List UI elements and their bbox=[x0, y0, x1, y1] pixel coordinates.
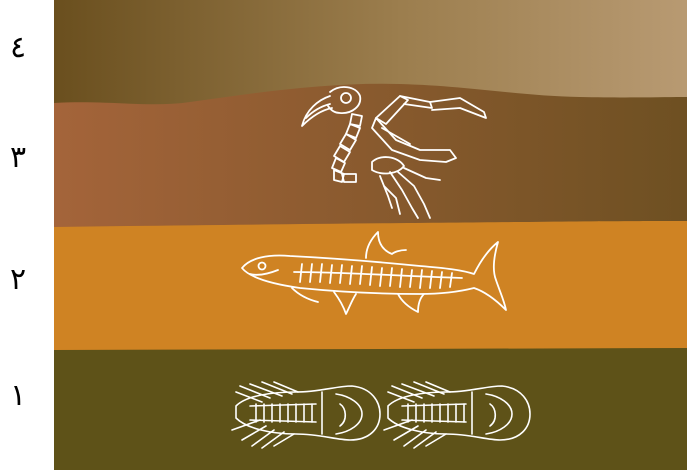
layer-1 bbox=[54, 348, 687, 470]
layer-3 bbox=[54, 84, 687, 227]
